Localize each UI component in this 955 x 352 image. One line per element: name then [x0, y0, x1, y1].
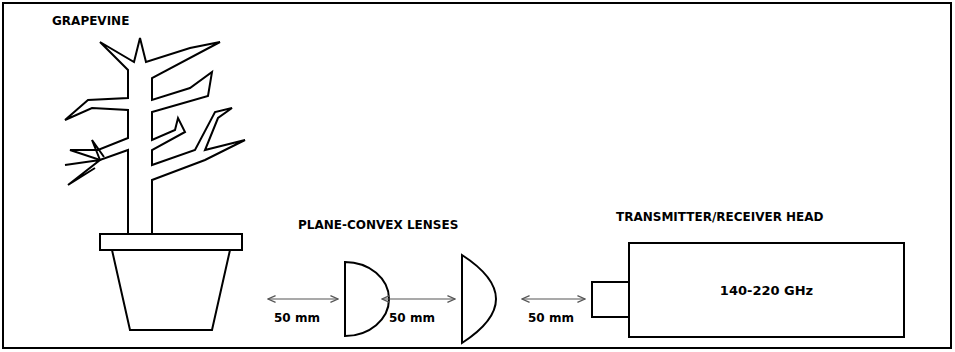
box-heading: TRANSMITTER/RECEIVER HEAD	[616, 210, 824, 224]
grapevine-drawing	[65, 38, 245, 234]
dimension-arrow	[268, 298, 338, 299]
dimension-label: 50 mm	[528, 311, 574, 325]
frame	[3, 3, 951, 348]
dimension-arrow	[382, 298, 455, 299]
plant-pot	[100, 234, 242, 330]
plant-label: GRAPEVINE	[52, 14, 129, 28]
plano-convex-lens	[462, 255, 496, 343]
dimension-label: 50 mm	[389, 311, 435, 325]
lens-label: PLANE-CONVEX LENSES	[298, 218, 458, 232]
frequency-label: 140-220 GHz	[720, 283, 813, 298]
waveguide-horn	[592, 282, 629, 317]
device-box: TRANSMITTER/RECEIVER HEAD140-220 GHz	[628, 242, 905, 338]
dimension-label: 50 mm	[274, 311, 320, 325]
dimension-arrow	[522, 298, 585, 299]
